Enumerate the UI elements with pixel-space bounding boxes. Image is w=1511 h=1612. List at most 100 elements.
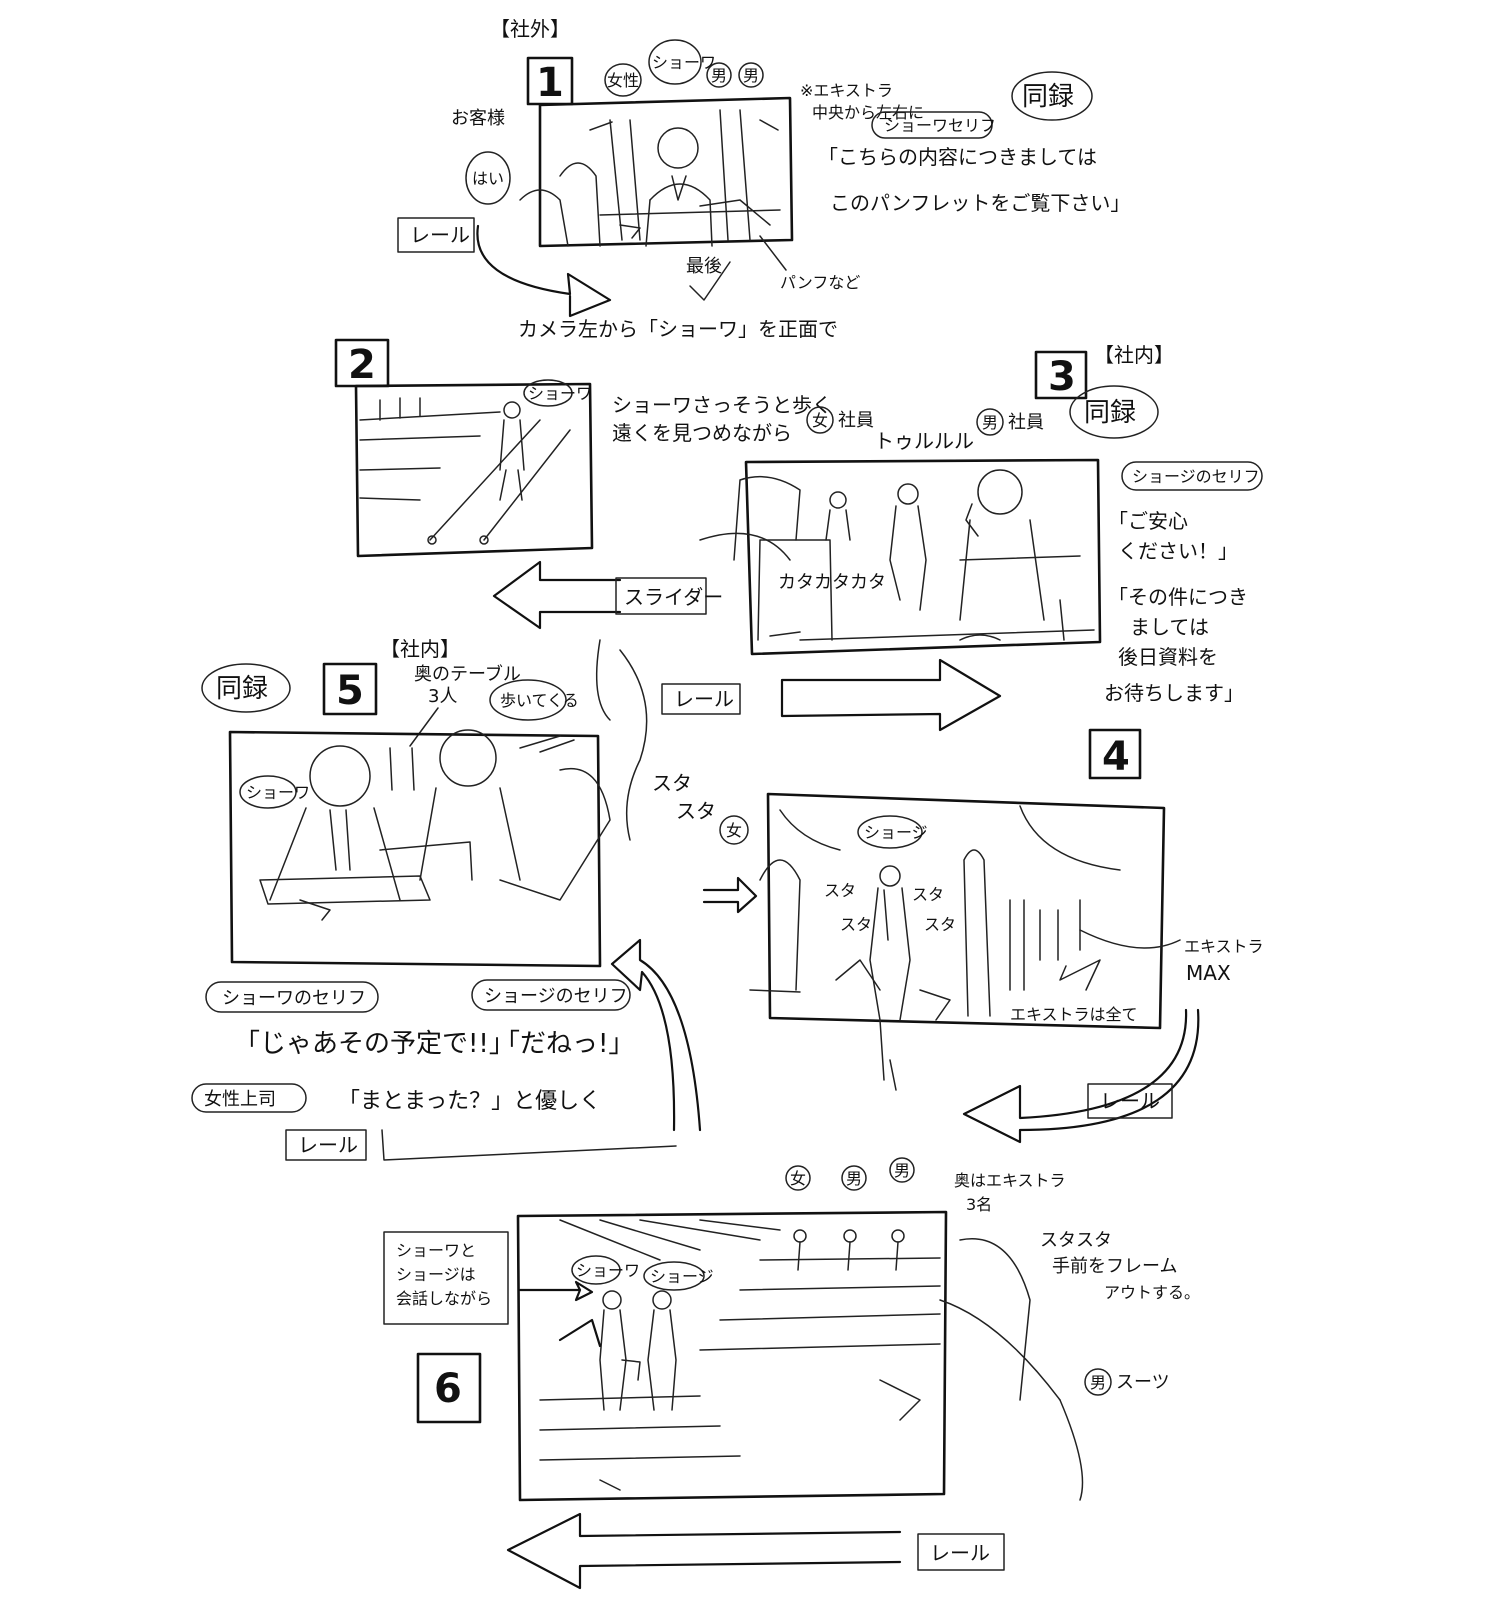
panel-6-shouji-bubble [643,1261,705,1291]
rail-arrow-4 [962,1008,1200,1144]
man-tag-bubble-2 [738,62,764,88]
panel-5-number: 5 [336,668,364,714]
panel-3-woman-role: 社員 [838,410,874,431]
rail-arrow-5-top [780,658,1002,732]
panel-4-walk-sfx-3: スタ [912,885,944,904]
panel-6-pair-pointer [518,1280,594,1302]
panel-5-shouwa-dialogue: 「じゃあその予定で!!」 [234,1029,515,1059]
panel-1-line-badge-box [871,111,993,139]
sync-badge-1: 同録 [1022,82,1074,112]
panel-4-woman-bubble [719,815,749,845]
panel-1-sketch [519,109,781,247]
panel-3-woman-bubble [806,406,834,434]
walking-bubble [489,679,567,721]
panel-4-shouji-tag: ショージ [864,823,928,842]
typing-sfx: カタカタカタ [778,572,886,593]
panel-5-shouwa-line-badge-box [205,981,379,1013]
slider-tag-box [615,577,707,615]
sync-badge-5-bubble [201,663,291,713]
panel-3-number: 3 [1048,354,1076,400]
camera-move-arrow-1 [476,224,612,318]
panel-2-shouwa-bubble [523,379,573,407]
rail-tag-4: レール [1100,1089,1160,1113]
boss-badge: 女性上司 [204,1089,276,1110]
panel-6-pair-note-3: 会話しながら [396,1289,492,1308]
panel-1-location: 【社外】 [490,17,570,41]
panel-4: 4 女 ショージ スタ スタ スタ スタ エキストラ MAX エキストラは全て [702,728,1264,1144]
panel-5-frame [228,730,602,968]
panel-5-shouwa-tag: ショーワ [246,783,310,802]
panel-3-woman-tag: 女 [812,411,828,430]
pamphlet-pointer [759,235,787,271]
panel-3: 3 【社内】 女 社員 トゥルルル 男 社員 同録 ショージのセリフ カタ [699,343,1263,705]
pamphlet-note: パンフなど [780,273,860,292]
extra-note: ※エキストラ [800,81,893,100]
man-tag-bubble-1 [706,62,732,88]
customer-label: お客様 [451,108,505,129]
panel-2-action-1: ショーワさっそうと歩く [612,393,832,417]
panel-4-all-extras-note: エキストラは全て [1010,1005,1138,1024]
panel-5: 【社内】 同録 5 奥のテーブル 3人 歩いてくる レール ショーワ [191,637,1002,1161]
panel-3-dialogue-1b: ください！」 [1118,539,1238,563]
rail-arrow-6 [506,1512,902,1590]
panel-6-number: 6 [434,1366,462,1412]
walking-note: 歩いてくる [500,691,579,710]
sync-badge-3-bubble [1069,385,1159,439]
rail-tag-1-box [397,217,475,253]
rail-tag-5-top: レール [674,687,734,711]
rail-tag-5-bottom: レール [298,1133,358,1157]
panel-6-man-tag-2: 男 [894,1161,910,1180]
slider-arrow [492,560,622,630]
panel-3-line-badge-box [1121,461,1263,491]
panel-5-shouji-line-badge-box [471,979,631,1011]
panel-3-frame [744,458,1102,656]
panel-3-number-box [1034,350,1088,400]
man-tag-1: 男 [711,66,727,85]
panel-6-back-note: 奥はエキストラ [954,1171,1066,1190]
extra-note-2: 中央から左右に [812,103,924,122]
panel-6-shouji-tag: ショージ [650,1267,714,1286]
panel-3-location: 【社内】 [1094,343,1174,367]
panel-5-shouji-dialogue: 「だねっ!」 [494,1029,634,1059]
panel-3-line-badge: ショージのセリフ [1132,467,1260,486]
camera-note: カメラ左から「ショーワ」を正面で [518,317,838,341]
panel-3-sketch [699,469,1095,641]
panel-6-woman-tag: 女 [790,1169,806,1188]
panel-1-dialogue-2: このパンフレットをご覧下さい」 [830,191,1130,215]
panel-6-man-bubble-1 [841,1165,867,1191]
panel-6-man-tag-1: 男 [846,1169,862,1188]
panel-6-pair-note-2: ショージは [396,1265,476,1284]
panel-1-frame [538,96,794,248]
panel-4-number: 4 [1102,734,1130,780]
back-table-note: 奥のテーブル [414,663,521,685]
rail-tag-1: レール [410,223,470,247]
panel-3-dialogue-2a: 「その件につき [1108,585,1248,609]
panel-1: 【社外】 1 お客様 はい 女性 ショーワ 男 男 ※エキストラ 中 [397,17,1130,341]
rail-tag-6: レール [930,1541,990,1565]
panel-5-location: 【社内】 [380,637,460,661]
back-table-three: 3人 [428,686,457,707]
panel-2-sketch [359,397,571,545]
panel-5-number-box [322,662,378,716]
panel-4-number-box [1088,728,1142,780]
panel-6-shouwa-bubble [571,1255,621,1285]
panel-6-suit-man-tag: 男 [1090,1373,1106,1392]
panel-3-dialogue-2b: ましては [1130,615,1209,639]
panel-2-number: 2 [348,342,376,388]
phone-sfx: トゥルルル [874,429,974,453]
panel-6-sketch [539,1219,1084,1501]
panel-4-walk-sfx-4: スタ [924,915,956,934]
panel-5-shouji-line-badge: ショージのセリフ [484,986,628,1007]
last-note: 最後 [686,256,722,277]
camera-move-arrow-5 [610,938,702,1132]
panel-3-man-bubble [976,408,1004,436]
panel-3-man-tag: 男 [982,413,998,432]
panel-5-walk-sfx-1: スタ [652,771,692,795]
panel-1-number: 1 [536,60,564,106]
customer-line: はい [472,169,504,188]
customer-speech-bubble [465,151,511,205]
rail-line-5-bottom [381,1129,677,1161]
panel-6-suit-man-bubble [1084,1368,1112,1396]
rail-tag-6-box [917,1533,1005,1571]
